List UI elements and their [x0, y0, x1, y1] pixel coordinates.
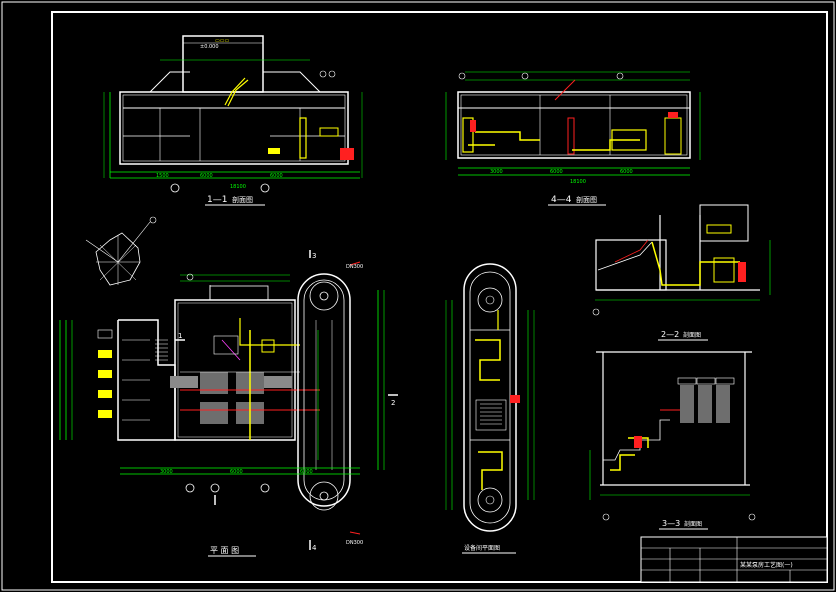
section-1-1-title-word: 剖面图: [232, 195, 253, 204]
svg-text:6000: 6000: [270, 173, 283, 179]
cut-mark-2: 2: [391, 399, 395, 407]
section-4-4-title-word: 剖面图: [576, 195, 597, 204]
title-block-drawing-name: 某某泵房工艺图(一): [740, 561, 793, 569]
section-4-4-title: 4—4: [551, 195, 572, 205]
cut-mark-4: 4: [312, 544, 317, 552]
svg-text:3000: 3000: [160, 469, 173, 475]
main-plan-title: 平 面 图: [210, 546, 239, 555]
svg-text:▭▭▭: ▭▭▭: [215, 38, 229, 44]
title-block: [640, 536, 828, 583]
section-2-2-title-word: 剖面图: [683, 331, 701, 339]
section-3-3-title-word: 剖面图: [684, 520, 702, 528]
svg-text:±0.000: ±0.000: [200, 44, 219, 50]
section-1-1-title: 1—1: [207, 195, 227, 205]
section-1-1: ±0.000 ▭▭▭ 1500 6000 6000 18100: [103, 35, 363, 193]
svg-text:6000: 6000: [300, 469, 313, 475]
section-4-4: 3000 6000 6000 18100: [445, 71, 701, 185]
section-3-3: [589, 351, 756, 521]
svg-text:6000: 6000: [230, 469, 243, 475]
main-plan: DN300 DN300 3000 6000 6000: [59, 250, 398, 550]
svg-text:6000: 6000: [550, 169, 563, 175]
equipment-room-plan: [445, 263, 535, 532]
section-2-2: [592, 204, 771, 316]
equipment-plan-title: 设备间平面图: [464, 544, 500, 552]
svg-text:DN300: DN300: [346, 264, 363, 270]
cut-mark-1: 1: [178, 332, 182, 340]
cut-mark-3: 3: [312, 252, 316, 260]
section-2-2-title: 2—2: [661, 330, 679, 339]
svg-text:18100: 18100: [230, 184, 246, 190]
svg-text:6000: 6000: [200, 173, 213, 179]
svg-text:18100: 18100: [570, 179, 586, 185]
wind-rose-icon: [85, 216, 157, 286]
section-3-3-title: 3—3: [662, 519, 680, 528]
svg-text:1500: 1500: [156, 173, 169, 179]
svg-text:6000: 6000: [620, 169, 633, 175]
svg-text:DN300: DN300: [346, 540, 363, 546]
sheet-inner-frame: [51, 11, 828, 583]
svg-text:3000: 3000: [490, 169, 503, 175]
